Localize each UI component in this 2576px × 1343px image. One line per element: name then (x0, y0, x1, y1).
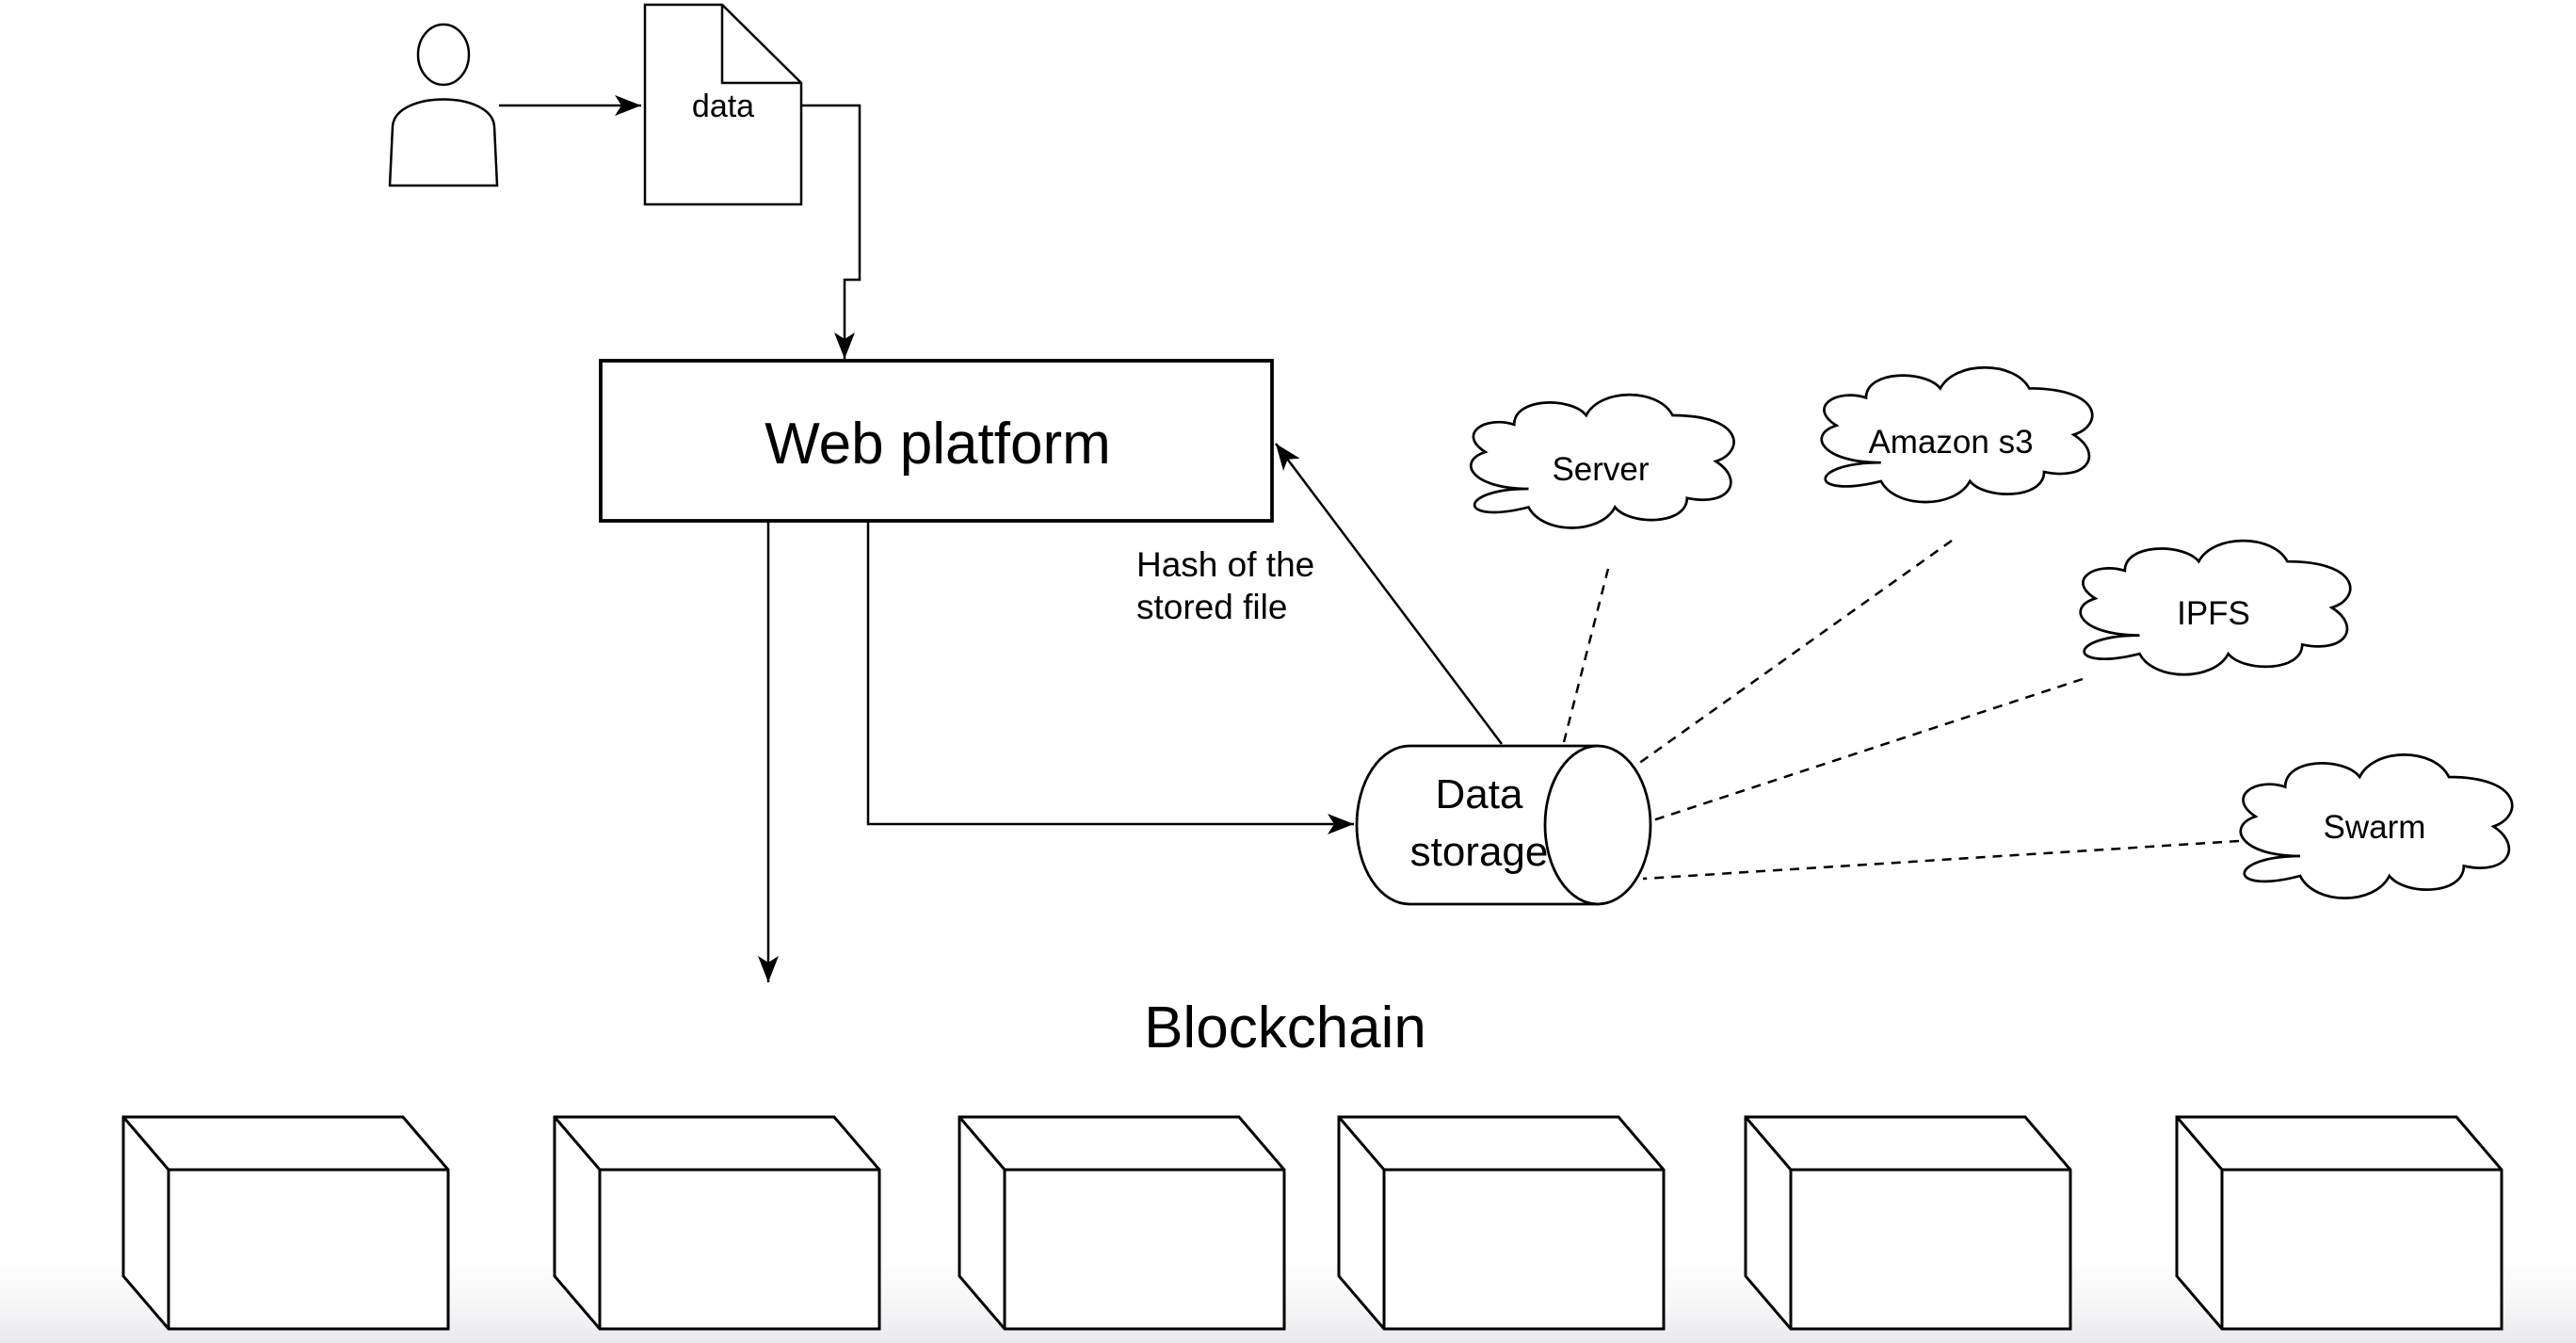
cylinder-body-icon (1355, 744, 1600, 906)
document-icon (643, 3, 803, 206)
blockchain-block (958, 1115, 1286, 1331)
actor-head (416, 23, 471, 87)
cloud-icon (1820, 365, 2094, 504)
cloud-icon (2239, 753, 2514, 899)
cloud-swarm: Swarm (2239, 753, 2514, 899)
cloud-amazon-s3-label: Amazon s3 (1868, 424, 2033, 461)
web-platform-label: Web platform (765, 412, 1111, 477)
document-fold-icon (720, 5, 801, 85)
blockchain-block (2175, 1115, 2504, 1331)
edge-storage-to-swarm (1642, 839, 2240, 881)
data-storage-label-line2: storage (1410, 829, 1549, 875)
data-storage-label-line1: Data (1436, 771, 1523, 817)
blockchain-block (1744, 1115, 2072, 1331)
edge-storage-to-amazon-s3 (1637, 539, 1953, 766)
edge-storage-to-ipfs (1652, 677, 2084, 822)
web-platform-box (599, 359, 1274, 523)
cloud-swarm-label: Swarm (2324, 809, 2426, 846)
edge-web-platform-to-data-storage (866, 521, 1354, 834)
cloud-amazon-s3: Amazon s3 (1820, 365, 2094, 504)
cloud-server-label: Server (1552, 451, 1649, 488)
blockchain-label: Blockchain (1144, 995, 1426, 1060)
hash-annotation-line2: stored file (1136, 588, 1287, 626)
cloud-server: Server (1469, 393, 1735, 529)
hash-annotation-line1: Hash of the (1136, 545, 1314, 584)
cloud-ipfs-label: IPFS (2177, 595, 2250, 632)
cloud-icon (2079, 539, 2352, 676)
cloud-ipfs: IPFS (2079, 539, 2352, 676)
edge-data-to-web-platform (801, 104, 861, 359)
blockchain-block (1337, 1115, 1666, 1331)
edge-hash-to-web-platform (1275, 443, 1503, 745)
blockchain-block (121, 1115, 450, 1331)
cylinder-cap-icon (1543, 744, 1652, 906)
blockchain-block (553, 1115, 881, 1331)
hash-annotation: Hash of the stored file (1136, 545, 1314, 626)
data-storage-node: Data storage (1355, 744, 1652, 906)
blockchain-blocks (121, 1115, 2504, 1331)
user-actor-icon (388, 23, 499, 187)
data-file-node: data (643, 3, 803, 206)
cloud-icon (1469, 393, 1735, 529)
web-platform-node: Web platform (599, 359, 1274, 523)
actor-body (388, 98, 499, 187)
edge-storage-to-server (1562, 568, 1610, 743)
data-file-label: data (692, 89, 754, 124)
edges (499, 95, 2240, 982)
